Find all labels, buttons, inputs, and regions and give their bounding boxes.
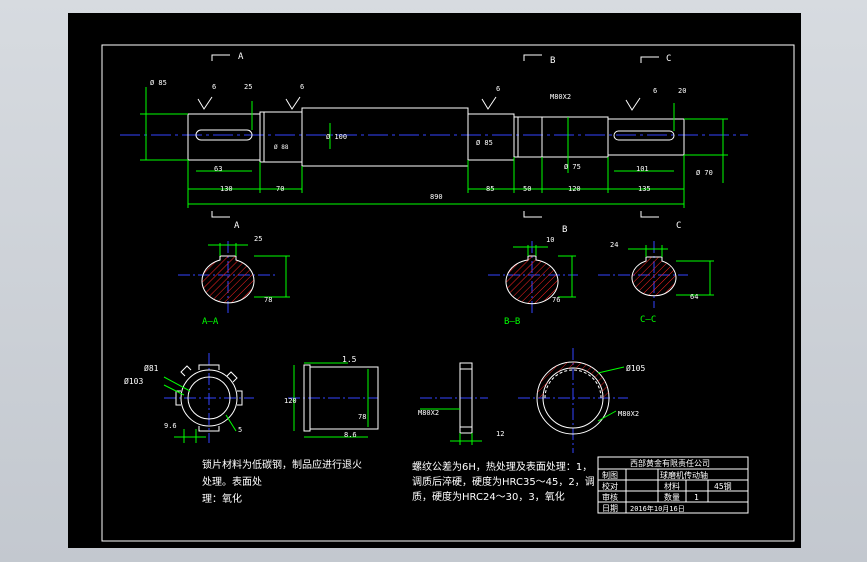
dim-key-len-right: 101 <box>636 165 649 173</box>
dim-thread: M80X2 <box>550 93 571 101</box>
title-qty-value: 1 <box>694 493 699 502</box>
section-mark-c-bottom: C <box>676 221 681 231</box>
dim-seg-50: 50 <box>523 185 531 193</box>
dim-key-len-left: 63 <box>214 165 222 173</box>
nut-thickness: 12 <box>496 430 504 438</box>
dim-d100: Ø 100 <box>326 133 347 141</box>
section-b-shape <box>505 255 559 305</box>
dim-seg-130: 130 <box>220 185 233 193</box>
section-a-side-dim: 78 <box>264 296 272 304</box>
roughness-4: 6 <box>653 87 657 95</box>
washer-inner-ring <box>187 376 231 420</box>
title-part-name: 球磨机传动轴 <box>660 470 708 480</box>
section-views <box>178 241 714 313</box>
section-mark-a: A <box>238 52 244 62</box>
keyway-right <box>613 130 675 141</box>
nut-section-hatch <box>537 362 609 398</box>
dim-d75: Ø 75 <box>564 163 581 171</box>
title-row-2: 审核 <box>602 492 618 502</box>
title-material-label: 材料 <box>664 481 680 491</box>
washer-outer-ring <box>180 369 238 427</box>
nut-side-view <box>459 362 473 434</box>
shaft-main-view <box>120 54 748 218</box>
dim-d85-left: Ø 85 <box>150 79 167 87</box>
washer-t15: 1.5 <box>342 355 357 364</box>
washer-t86: 8.6 <box>344 431 357 439</box>
washer-d81: Ø81 <box>144 363 159 373</box>
roughness-1: 6 <box>212 83 216 91</box>
title-row-1: 校对 <box>602 481 618 491</box>
title-date: 2016年10月16日 <box>630 504 685 513</box>
dim-key-w-left: 25 <box>244 83 252 91</box>
nut-views <box>420 348 628 453</box>
washer-views <box>163 353 379 443</box>
dim-d88: Ø 88 <box>274 144 289 151</box>
nut-note: 螺纹公差为6H，热处理及表面处理：1，调质后淬硬，硬度为HRC35～45，2，调… <box>412 460 595 503</box>
section-c-side-dim: 64 <box>690 293 698 301</box>
title-qty-label: 数量 <box>664 492 680 502</box>
washer-w: 9.6 <box>164 422 177 430</box>
section-c-shape <box>631 256 677 297</box>
section-b-label: B—B <box>504 317 520 327</box>
section-a-shape <box>201 255 255 304</box>
section-mark-c: C <box>666 54 671 64</box>
dim-seg-120: 120 <box>568 185 581 193</box>
section-mark-b: B <box>550 56 555 66</box>
washer-d78: 78 <box>358 413 366 421</box>
keyway-left <box>195 129 253 141</box>
section-b-side-dim: 76 <box>552 296 560 304</box>
nut-thread-right: M80X2 <box>618 410 639 418</box>
title-company: 西部黄金有限责任公司 <box>630 458 710 468</box>
washer-d103: Ø103 <box>124 376 143 386</box>
shaft-seg-d75 <box>541 116 609 158</box>
roughness-3: 6 <box>496 85 500 93</box>
roughness-2: 6 <box>300 83 304 91</box>
section-mark-b-bottom: B <box>562 225 567 235</box>
title-material-value: 45钢 <box>714 481 732 491</box>
title-row-3: 日期 <box>602 504 618 513</box>
title-row-0: 制图 <box>602 470 618 480</box>
shaft-seg-end <box>607 118 685 156</box>
dim-seg-70: 70 <box>276 185 284 193</box>
washer-note: 锁片材料为低碳钢，制品应进行退火处理。表面处理：氧化 <box>202 458 362 505</box>
nut-thread-left: M80X2 <box>418 409 439 417</box>
dim-seg-85: 85 <box>486 185 494 193</box>
section-c-top-dim: 24 <box>610 241 618 249</box>
washer-side-view <box>303 364 311 432</box>
dim-total: 890 <box>430 193 443 201</box>
shaft-seg-collar <box>259 111 303 163</box>
dim-d70: Ø 70 <box>696 169 713 177</box>
title-block <box>597 456 749 514</box>
shaft-seg-left <box>187 113 261 161</box>
washer-tab: 5 <box>238 426 242 434</box>
washer-h120: 120 <box>284 397 297 405</box>
section-mark-a-bottom: A <box>234 221 240 231</box>
dim-key-w-right: 20 <box>678 87 686 95</box>
nut-d105: Ø105 <box>626 363 645 373</box>
dim-d85-mid: Ø 85 <box>476 139 493 147</box>
dim-seg-135: 135 <box>638 185 651 193</box>
section-a-top-dim: 25 <box>254 235 262 243</box>
section-b-top-dim: 10 <box>546 236 554 244</box>
section-a-label: A—A <box>202 317 219 327</box>
shaft-seg-bearing <box>467 113 515 161</box>
drawing-frame <box>101 44 795 542</box>
section-c-label: C—C <box>640 315 656 325</box>
